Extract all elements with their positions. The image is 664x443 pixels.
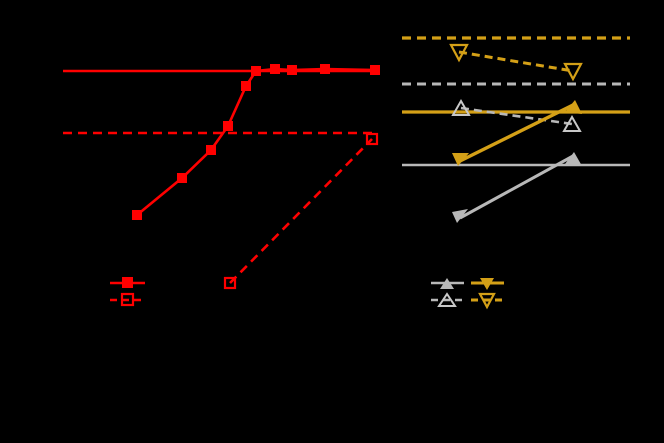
gray-dashed-series-line bbox=[460, 106, 573, 126]
left-panel-legend bbox=[110, 277, 145, 307]
red-solid-series bbox=[132, 64, 380, 220]
legend-marker-filled-square bbox=[122, 277, 133, 288]
data-point-marker bbox=[365, 132, 379, 146]
data-point-marker bbox=[451, 98, 471, 116]
data-point-marker bbox=[565, 100, 582, 114]
legend-marker-open-triangle-down bbox=[478, 292, 496, 310]
legend-marker-open-square bbox=[120, 292, 135, 307]
data-point-marker bbox=[287, 65, 297, 75]
red-dashed-series bbox=[223, 132, 379, 290]
data-point-marker bbox=[449, 43, 469, 63]
data-point-marker bbox=[370, 65, 380, 75]
data-point-marker bbox=[452, 153, 469, 166]
gold-solid-series-line bbox=[459, 103, 574, 163]
data-point-marker bbox=[562, 114, 582, 132]
left-panel bbox=[63, 64, 380, 307]
data-point-marker bbox=[270, 64, 280, 74]
right-panel-legend bbox=[431, 278, 504, 310]
red-dashed-series-line bbox=[229, 138, 373, 284]
gray-dashed-series bbox=[451, 98, 582, 132]
gold-dashed-series-line bbox=[458, 50, 574, 73]
gold-solid-series bbox=[452, 100, 582, 166]
data-point-marker bbox=[563, 62, 583, 82]
data-point-marker bbox=[177, 173, 187, 183]
gold-dashed-series bbox=[449, 43, 583, 82]
data-point-marker bbox=[565, 152, 582, 166]
data-point-marker bbox=[452, 209, 468, 223]
right-panel bbox=[402, 36, 630, 310]
data-point-marker bbox=[223, 121, 233, 131]
red-solid-series-line bbox=[136, 67, 376, 217]
gray-solid-series-line bbox=[459, 154, 574, 220]
data-point-marker bbox=[241, 81, 251, 91]
data-point-marker bbox=[132, 210, 142, 220]
legend-marker-filled-triangle-down bbox=[480, 278, 494, 290]
data-point-marker bbox=[251, 66, 261, 76]
gray-solid-series bbox=[452, 152, 582, 223]
right-panel-reference-lines bbox=[402, 36, 630, 167]
legend-marker-filled-triangle-up bbox=[440, 278, 454, 289]
data-point-marker bbox=[320, 64, 330, 74]
data-point-marker bbox=[223, 276, 237, 290]
data-point-marker bbox=[206, 145, 216, 155]
legend-marker-open-triangle-up bbox=[437, 292, 457, 307]
